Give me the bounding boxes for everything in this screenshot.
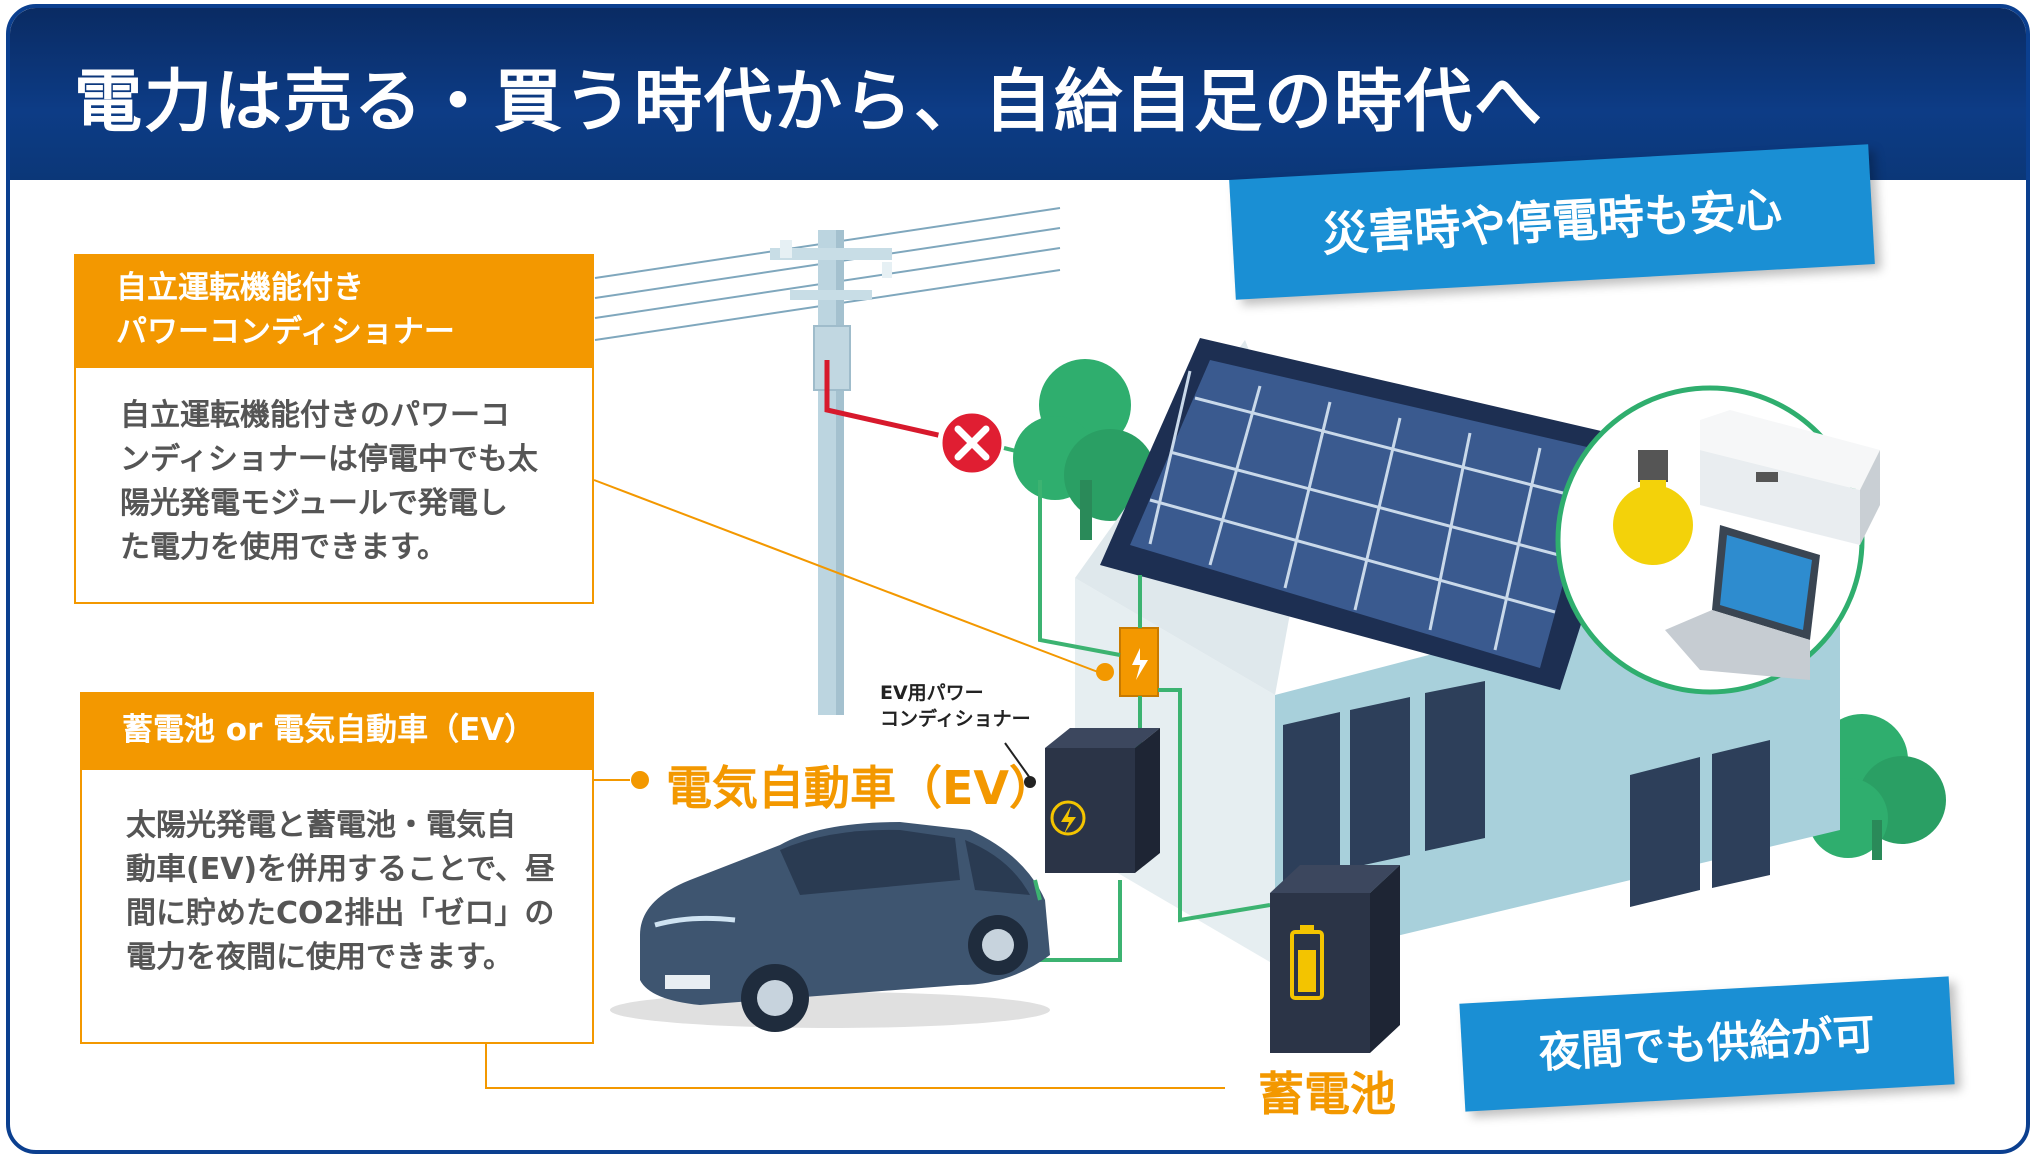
power-conditioner-callout-body: 自立運転機能付きのパワーコ ンディショナーは停電中でも太 陽光発電モジュールで発… xyxy=(74,366,594,604)
air-conditioner-icon xyxy=(1700,410,1880,545)
ev-label: 電気自動車（EV） xyxy=(666,761,1056,815)
ev-conditioner-label: EV用パワー コンディショナー xyxy=(880,682,1031,730)
power-conditioner-title-line1: 自立運転機能付き xyxy=(116,270,364,306)
laptop-icon xyxy=(1665,525,1820,680)
power-conditioner-callout-title: 自立運転機能付き パワーコンディショナー xyxy=(74,254,594,366)
battery-icon xyxy=(1270,865,1400,1053)
ev-car-icon xyxy=(610,822,1050,1032)
appliances-bubble xyxy=(1555,385,1880,695)
battery-ev-callout-body: 太陽光発電と蓄電池・電気自 動車(EV)を併用することで、昼 間に貯めたCO2排… xyxy=(80,768,594,1044)
bulb-icon xyxy=(1613,450,1693,565)
house-windows xyxy=(1283,681,1770,907)
callout-connectors xyxy=(485,479,1225,1089)
lightning-icon xyxy=(1061,806,1076,834)
battery-ev-callout-title: 蓄電池 or 電気自動車（EV） xyxy=(80,692,594,768)
battery-label: 蓄電池 xyxy=(1258,1067,1396,1121)
ev-charger xyxy=(1045,728,1160,873)
blocked-x-icon xyxy=(937,408,1007,478)
solar-panels xyxy=(1130,360,1600,668)
page-title: 電力は売る・買う時代から、自給自足の時代へ xyxy=(74,63,1545,142)
header-bar: 電力は売る・買う時代から、自給自足の時代へ xyxy=(10,8,2026,180)
utility-pole-icon xyxy=(770,230,892,715)
grid-connection-line xyxy=(824,360,961,443)
power-conditioner-title-line2: パワーコンディショナー xyxy=(116,314,455,350)
